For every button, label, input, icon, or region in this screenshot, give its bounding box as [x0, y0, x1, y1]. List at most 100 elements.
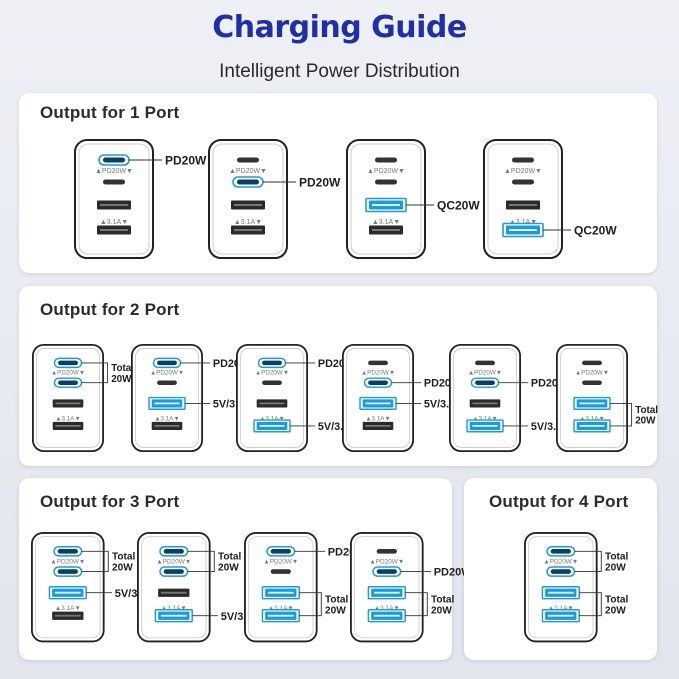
a-port-marking: ▲3.1A▼: [55, 415, 80, 422]
usb-c-port: [103, 179, 125, 185]
combined-output-label: Total: [605, 594, 629, 605]
combined-output-label: 20W: [431, 605, 452, 616]
usb-c-port-active: [376, 569, 397, 574]
c-port-marking: ▲PD20W▼: [50, 558, 85, 565]
usb-c-port-active: [157, 360, 177, 366]
usb-c-port-active: [262, 360, 282, 366]
c-port-marking: ▲PD20W▼: [367, 168, 405, 175]
c-port-marking: ▲PD20W▼: [575, 370, 609, 377]
usb-c-port-active: [103, 157, 125, 163]
a-port-marking: ▲3.1A▼: [579, 415, 604, 422]
a-port-marking: ▲3.1A▼: [55, 605, 81, 612]
c-port-marking: ▲PD20W▼: [255, 370, 289, 377]
c-port-marking: ▲PD20W▼: [51, 370, 85, 377]
usb-c-port-active: [57, 569, 78, 574]
combined-output-label: Total: [635, 405, 658, 416]
combined-output-label: 20W: [605, 563, 626, 574]
usb-c-port-active: [550, 549, 571, 554]
port-output-label: PD20W: [434, 567, 473, 579]
usb-c-port-active: [57, 549, 78, 554]
combined-output-label: 20W: [111, 374, 132, 385]
usb-c-port-active: [58, 380, 78, 385]
a-port-marking: ▲3.1A▼: [548, 605, 574, 612]
combined-output-label: Total: [218, 552, 242, 563]
c-port-marking: ▲PD20W▼: [504, 168, 542, 175]
charger-body: [74, 139, 154, 259]
a-port-marking: ▲3.1A▼: [372, 219, 400, 226]
a-port-marking: ▲3.1A▼: [100, 219, 128, 226]
combined-output-label: 20W: [112, 563, 133, 574]
usb-c-port: [582, 360, 602, 366]
panel-title: Output for 1 Port: [40, 103, 180, 122]
panel-title: Output for 3 Port: [40, 492, 180, 511]
usb-c-port: [582, 380, 602, 385]
usb-c-port-active: [237, 179, 259, 185]
usb-c-port-active: [368, 380, 388, 385]
c-port-marking: ▲PD20W▼: [543, 558, 578, 565]
charger-diagram: ▲PD20W▼ ▲3.1A▼ PD20W: [208, 139, 341, 259]
page-title: Charging Guide: [212, 10, 467, 45]
usb-c-port: [270, 569, 291, 574]
usb-c-port-active: [475, 380, 495, 385]
combined-output-label: 20W: [218, 563, 239, 574]
port-output-label: QC20W: [437, 199, 480, 213]
port-output-label: PD20W: [165, 154, 207, 168]
panel-title: Output for 2 Port: [40, 300, 180, 319]
c-port-marking: ▲PD20W▼: [156, 558, 191, 565]
port-output-label: PD20W: [299, 176, 341, 190]
usb-c-port: [368, 360, 388, 366]
charger-diagram: ▲PD20W▼ ▲3.1A▼ QC20W: [346, 139, 480, 259]
c-port-marking: ▲PD20W▼: [150, 370, 184, 377]
a-port-marking: ▲3.1A▼: [509, 219, 537, 226]
usb-c-port-active: [550, 569, 571, 574]
a-port-marking: ▲3.1A▼: [259, 415, 284, 422]
combined-output-label: Total: [431, 594, 455, 605]
usb-c-port: [262, 380, 282, 385]
usb-c-port-active: [163, 569, 184, 574]
panel-1-port: Output for 1 Port ▲PD20W▼▲3.1A▼PD20W▲PD2…: [19, 93, 657, 273]
c-port-marking: ▲PD20W▼: [95, 168, 133, 175]
combined-output-label: Total: [112, 552, 136, 563]
a-port-marking: ▲3.1A▼: [472, 415, 497, 422]
c-port-marking: ▲PD20W▼: [229, 168, 267, 175]
charger-diagram: ▲PD20W▼ ▲3.1A▼ QC20W: [483, 139, 617, 259]
usb-c-port: [375, 179, 397, 185]
usb-c-port-active: [270, 549, 291, 554]
combined-output-label: 20W: [325, 605, 346, 616]
combined-output-label: Total: [325, 594, 349, 605]
a-port-marking: ▲3.1A▼: [268, 605, 294, 612]
page-subtitle: Intelligent Power Distribution: [219, 61, 460, 82]
usb-c-port: [237, 157, 259, 163]
a-port-marking: ▲3.1A▼: [365, 415, 390, 422]
charger-body: [32, 344, 104, 452]
usb-c-port: [375, 157, 397, 163]
c-port-marking: ▲PD20W▼: [361, 370, 395, 377]
usb-c-port-active: [163, 549, 184, 554]
port-output-label: QC20W: [574, 224, 617, 238]
usb-c-port: [512, 179, 534, 185]
a-port-marking: ▲3.1A▼: [161, 605, 187, 612]
a-port-marking: ▲3.1A▼: [374, 605, 400, 612]
a-port-marking: ▲3.1A▼: [234, 219, 262, 226]
usb-c-port: [475, 360, 495, 366]
charger-body: [208, 139, 288, 259]
usb-c-port: [376, 549, 397, 554]
a-port-marking: ▲3.1A▼: [154, 415, 179, 422]
c-port-marking: ▲PD20W▼: [263, 558, 298, 565]
combined-output-label: Total: [605, 552, 629, 563]
charger-diagram: ▲PD20W▼ ▲3.1A▼ PD20W: [74, 139, 207, 259]
usb-c-port-active: [58, 360, 78, 366]
combined-output-label: 20W: [635, 416, 656, 427]
